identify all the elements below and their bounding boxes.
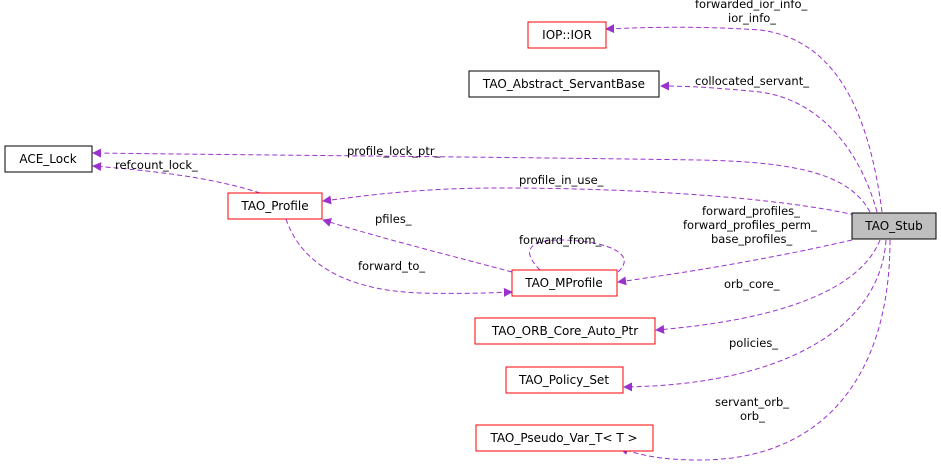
label-orb-core: orb_core_ (724, 277, 780, 291)
node-policy-set[interactable]: TAO_Policy_Set (505, 366, 624, 394)
label-forward-to: forward_to_ (358, 259, 425, 273)
edge-orb-core (655, 239, 881, 334)
label-forward-from: forward_from_ (519, 233, 602, 247)
edge-profile-lock-ptr (92, 148, 871, 213)
node-ace-lock[interactable]: ACE_Lock (4, 145, 93, 173)
node-iop-ior-label: IOP::IOR (542, 28, 592, 42)
node-tao-mprofile[interactable]: TAO_MProfile (511, 269, 618, 297)
label-servant-orb: servant_orb_ (715, 395, 789, 409)
node-tao-stub-label: TAO_Stub (864, 219, 922, 233)
label-forward-profiles-perm: forward_profiles_perm_ (683, 218, 817, 232)
edge-ior-info (605, 24, 883, 213)
node-pseudo-var[interactable]: TAO_Pseudo_Var_T< T > (475, 424, 654, 452)
edge-servant-orb (619, 239, 891, 461)
node-pseudo-var-label: TAO_Pseudo_Var_T< T > (489, 431, 637, 445)
edge-profile-in-use (322, 187, 856, 216)
label-pfiles: pfiles_ (375, 212, 412, 226)
edge-policies (623, 239, 887, 392)
label-base-profiles: base_profiles_ (711, 232, 792, 246)
label-policies: policies_ (729, 336, 778, 350)
node-abstract-servant-base[interactable]: TAO_Abstract_ServantBase (468, 70, 660, 98)
node-tao-profile-label: TAO_Profile (240, 199, 308, 213)
label-orb: orb_ (740, 409, 765, 423)
node-tao-profile[interactable]: TAO_Profile (227, 192, 323, 220)
node-orb-core-auto-ptr-label: TAO_ORB_Core_Auto_Ptr (491, 324, 638, 338)
edge-collocated-servant (660, 81, 878, 213)
node-tao-stub[interactable]: TAO_Stub (851, 212, 937, 240)
label-forward-profiles: forward_profiles_ (702, 204, 800, 218)
edge-forward-to (285, 218, 513, 297)
edge-forward-profiles (617, 239, 853, 286)
node-ace-lock-label: ACE_Lock (19, 152, 76, 166)
node-iop-ior[interactable]: IOP::IOR (527, 21, 607, 49)
label-profile-in-use: profile_in_use_ (519, 173, 604, 187)
node-tao-mprofile-label: TAO_MProfile (524, 276, 603, 290)
node-policy-set-label: TAO_Policy_Set (518, 373, 609, 387)
label-forwarded-ior-info: forwarded_ior_info_ (695, 0, 807, 11)
label-profile-lock-ptr: profile_lock_ptr_ (347, 144, 441, 158)
label-collocated-servant: collocated_servant_ (695, 74, 809, 88)
label-ior-info: ior_info_ (728, 11, 776, 25)
label-refcount-lock: refcount_lock_ (115, 158, 198, 172)
edge-pfiles (322, 218, 513, 273)
node-abstract-servant-base-label: TAO_Abstract_ServantBase (482, 77, 645, 91)
node-orb-core-auto-ptr[interactable]: TAO_ORB_Core_Auto_Ptr (474, 317, 656, 345)
